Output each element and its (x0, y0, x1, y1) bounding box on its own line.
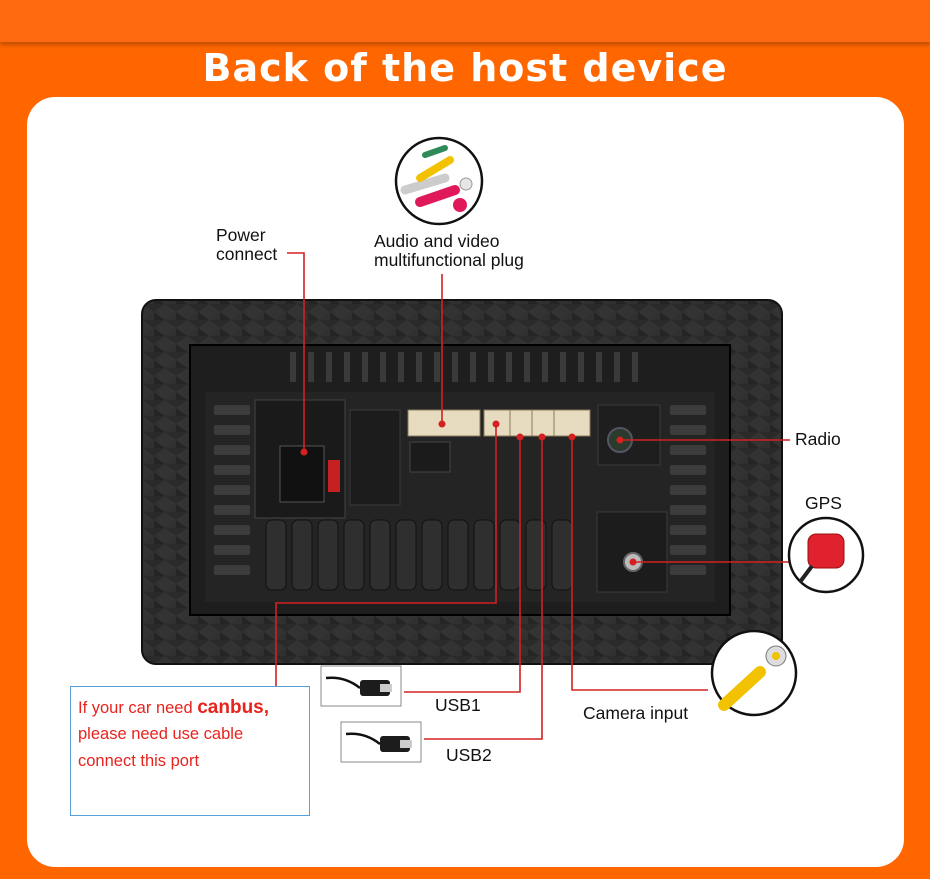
av-label-line2: multifunctional plug (374, 250, 524, 270)
camera-input-label: Camera input (583, 703, 689, 723)
host-device-back (141, 299, 783, 665)
canbus-line1-text: If your car need (78, 699, 198, 717)
usb-cable-icon (320, 665, 402, 707)
power-connect-label: Power connect (216, 226, 277, 264)
gps-antenna-icon (787, 516, 865, 594)
power-label-line2: connect (216, 244, 278, 264)
canbus-line3: connect this port (78, 752, 200, 770)
av-label-line1: Audio and video (374, 231, 500, 251)
usb2-label: USB2 (446, 745, 492, 765)
usb-cable-icon (340, 721, 422, 763)
canbus-keyword: canbus, (197, 697, 270, 718)
power-label-line1: Power (216, 225, 266, 245)
canbus-note: If your car need canbus, please need use… (70, 686, 310, 816)
canbus-line2: please need use cable (78, 725, 244, 743)
top-strip (0, 0, 930, 42)
rca-plug-icon (394, 136, 484, 226)
page-title: Back of the host device (202, 46, 728, 90)
usb1-label: USB1 (435, 695, 481, 715)
av-plug-label: Audio and video multifunctional plug (374, 232, 524, 270)
yellow-rca-icon (710, 629, 798, 717)
gps-label: GPS (805, 493, 842, 513)
leader-lines (275, 252, 796, 740)
canbus-line1: If your car need canbus, (78, 697, 269, 719)
radio-label: Radio (795, 429, 841, 449)
